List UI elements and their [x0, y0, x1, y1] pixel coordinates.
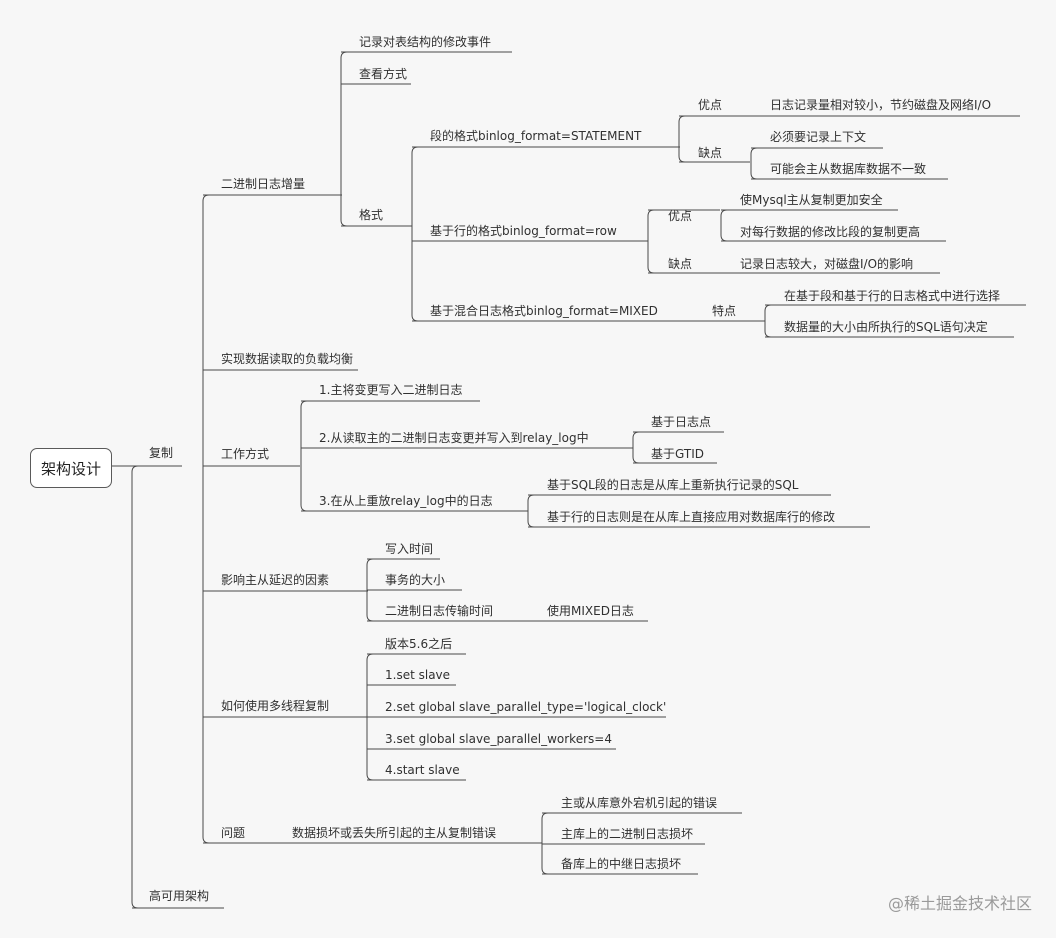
- node-binlog-record[interactable]: 记录对表结构的修改事件: [359, 35, 492, 49]
- node-delay-c1[interactable]: 使用MIXED日志: [547, 604, 634, 618]
- node-problem-sub[interactable]: 数据损坏或丢失所引起的主从复制错误: [292, 826, 497, 840]
- node-work-s3b[interactable]: 基于行的日志则是在从库上直接应用对数据库行的修改: [547, 510, 836, 524]
- node-copy[interactable]: 复制: [149, 446, 174, 460]
- node-work-s2b[interactable]: 基于GTID: [651, 447, 704, 461]
- node-delay-a[interactable]: 写入时间: [385, 542, 434, 556]
- node-binlog-view[interactable]: 查看方式: [359, 67, 408, 81]
- node-stmt-cons2[interactable]: 可能会主从数据库数据不一致: [770, 162, 927, 176]
- node-binlog-format[interactable]: 格式: [359, 208, 384, 222]
- node-multithread[interactable]: 如何使用多线程复制: [221, 699, 330, 713]
- node-stmt-pros[interactable]: 优点: [698, 98, 723, 112]
- node-problem-b[interactable]: 主库上的二进制日志损坏: [561, 827, 694, 841]
- connector-curve: [131, 465, 139, 909]
- node-stmt-cons[interactable]: 缺点: [698, 146, 723, 160]
- connector-curve: [720, 209, 728, 242]
- node-work-s3[interactable]: 3.在从上重放relay_log中的日志: [319, 494, 493, 508]
- node-work-s3a[interactable]: 基于SQL段的日志是从库上重新执行记录的SQL: [547, 478, 799, 492]
- node-delay[interactable]: 影响主从延迟的因素: [221, 573, 330, 587]
- node-mt-d[interactable]: 3.set global slave_parallel_workers=4: [385, 732, 612, 746]
- connector-curve: [411, 146, 419, 322]
- watermark: @稀土掘金技术社区: [887, 894, 1032, 913]
- node-delay-c[interactable]: 二进制日志传输时间: [385, 604, 494, 618]
- connector-curve: [647, 209, 655, 274]
- root-node[interactable]: 架构设计: [30, 448, 112, 488]
- connector-curve: [202, 194, 210, 844]
- node-stmt-pros1[interactable]: 日志记录量相对较小，节约磁盘及网络I/O: [770, 98, 992, 112]
- node-work-s1[interactable]: 1.主将变更写入二进制日志: [319, 383, 463, 397]
- node-work-s2[interactable]: 2.从读取主的二进制日志变更并写入到relay_log中: [319, 431, 589, 445]
- connector-curve: [527, 494, 535, 528]
- node-ha[interactable]: 高可用架构: [149, 889, 210, 903]
- node-work[interactable]: 工作方式: [221, 447, 270, 461]
- connector-curve: [750, 147, 758, 180]
- node-mixed-feat[interactable]: 特点: [712, 304, 737, 318]
- node-load-balance[interactable]: 实现数据读取的负载均衡: [221, 352, 354, 366]
- node-stmt[interactable]: 段的格式binlog_format=STATEMENT: [430, 129, 642, 143]
- connector-curve: [300, 400, 308, 512]
- node-row-pros1[interactable]: 使Mysql主从复制更加安全: [740, 193, 883, 207]
- node-problem-a[interactable]: 主或从库意外宕机引起的错误: [561, 796, 718, 810]
- node-delay-b[interactable]: 事务的大小: [385, 573, 446, 587]
- connector-curve: [764, 304, 772, 338]
- node-work-s2a[interactable]: 基于日志点: [651, 415, 712, 429]
- node-stmt-cons1[interactable]: 必须要记录上下文: [770, 130, 867, 144]
- node-row-cons[interactable]: 缺点: [668, 257, 693, 271]
- node-row-pros[interactable]: 优点: [668, 209, 693, 223]
- node-binlog[interactable]: 二进制日志增量: [221, 177, 306, 191]
- node-mt-e[interactable]: 4.start slave: [385, 763, 460, 777]
- node-mt-a[interactable]: 版本5.6之后: [385, 637, 453, 651]
- node-mixed[interactable]: 基于混合日志格式binlog_format=MIXED: [430, 304, 658, 318]
- node-row-pros2[interactable]: 对每行数据的修改比段的复制更高: [740, 225, 921, 239]
- connector-curve: [632, 431, 640, 464]
- node-mt-b[interactable]: 1.set slave: [385, 668, 451, 682]
- node-problem[interactable]: 问题: [221, 826, 246, 840]
- node-row-cons1[interactable]: 记录日志较大，对磁盘I/O的影响: [740, 257, 914, 271]
- node-mixed-f2[interactable]: 数据量的大小由所执行的SQL语句决定: [784, 320, 988, 334]
- node-mt-c[interactable]: 2.set global slave_parallel_type='logica…: [385, 700, 667, 714]
- connector-curve: [340, 51, 348, 227]
- node-row[interactable]: 基于行的格式binlog_format=row: [430, 224, 617, 238]
- connector-curve: [678, 115, 686, 163]
- node-mixed-f1[interactable]: 在基于段和基于行的日志格式中进行选择: [784, 289, 1001, 303]
- node-problem-c[interactable]: 备库上的中继日志损坏: [561, 857, 682, 871]
